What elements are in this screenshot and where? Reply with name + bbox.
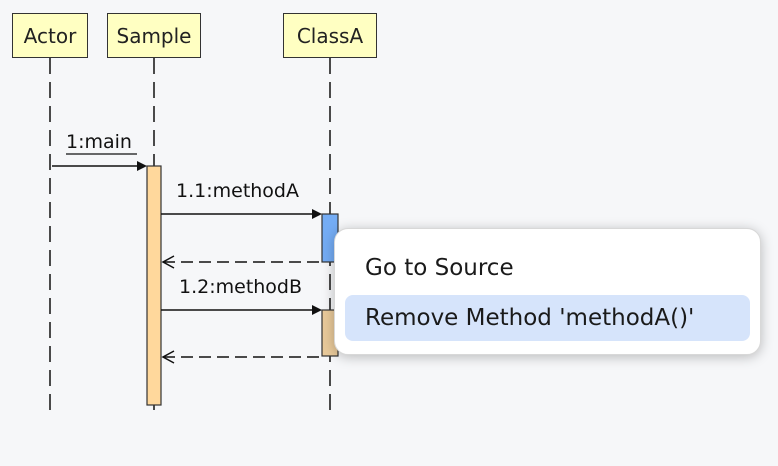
- lifeline-classa[interactable]: ClassA: [283, 13, 377, 58]
- methodB-arrowhead: [312, 305, 322, 315]
- message-label-methodB: 1.2:methodB: [179, 276, 303, 298]
- menu-item-remove-method[interactable]: Remove Method 'methodA()': [345, 295, 750, 341]
- lifeline-actor[interactable]: Actor: [12, 13, 88, 58]
- methodB-return-arrowhead: [161, 350, 175, 364]
- lifeline-classa-label: ClassA: [296, 23, 364, 48]
- lifeline-actor-label: Actor: [23, 23, 77, 48]
- methodA-arrowhead: [312, 209, 322, 219]
- context-menu: Go to Source Remove Method 'methodA()': [334, 228, 761, 355]
- message-label-methodA: 1.1:methodA: [176, 180, 299, 202]
- lifeline-sample[interactable]: Sample: [107, 13, 201, 58]
- menu-item-go-to-source[interactable]: Go to Source: [345, 245, 750, 291]
- sample-activation[interactable]: [146, 165, 162, 406]
- main-arrowhead: [137, 161, 147, 171]
- message-label-main: 1:main: [66, 131, 132, 153]
- menu-item-remove-method-label: Remove Method 'methodA()': [365, 305, 695, 331]
- lifeline-sample-label: Sample: [116, 23, 192, 48]
- methodA-return-arrowhead: [161, 255, 175, 269]
- menu-item-go-to-source-label: Go to Source: [365, 255, 514, 281]
